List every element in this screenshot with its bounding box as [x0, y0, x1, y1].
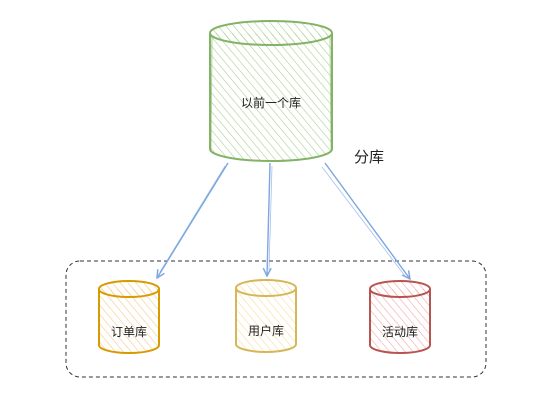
user-database-body — [235, 288, 297, 353]
arrow-to-user-db — [267, 162, 270, 276]
arrow-to-activity-db — [324, 162, 410, 279]
split-label: 分库 — [354, 148, 384, 166]
activity-database: 活动库 — [369, 280, 431, 354]
arrow-to-order-db — [157, 162, 229, 278]
user-database: 用户库 — [235, 279, 297, 353]
source-database-label: 以前一个库 — [241, 95, 301, 110]
arrow-to-order-db-sketch — [159, 165, 226, 273]
user-database-label: 用户库 — [248, 323, 284, 338]
order-database-top — [98, 280, 160, 298]
activity-database-label: 活动库 — [382, 324, 418, 339]
arrow-to-user-db-sketch — [268, 165, 273, 271]
source-database: 以前一个库 — [209, 20, 333, 162]
target-group-boundary — [65, 260, 487, 378]
order-database: 订单库 — [98, 280, 160, 354]
source-database-body — [209, 33, 333, 162]
split-arrows — [157, 162, 410, 279]
source-database-top — [209, 20, 333, 46]
order-database-label: 订单库 — [111, 324, 147, 339]
arrow-to-activity-db-sketch — [321, 166, 406, 277]
activity-database-top — [369, 280, 431, 298]
activity-database-body — [369, 289, 431, 354]
order-database-body — [98, 289, 160, 354]
user-database-top — [235, 279, 297, 297]
